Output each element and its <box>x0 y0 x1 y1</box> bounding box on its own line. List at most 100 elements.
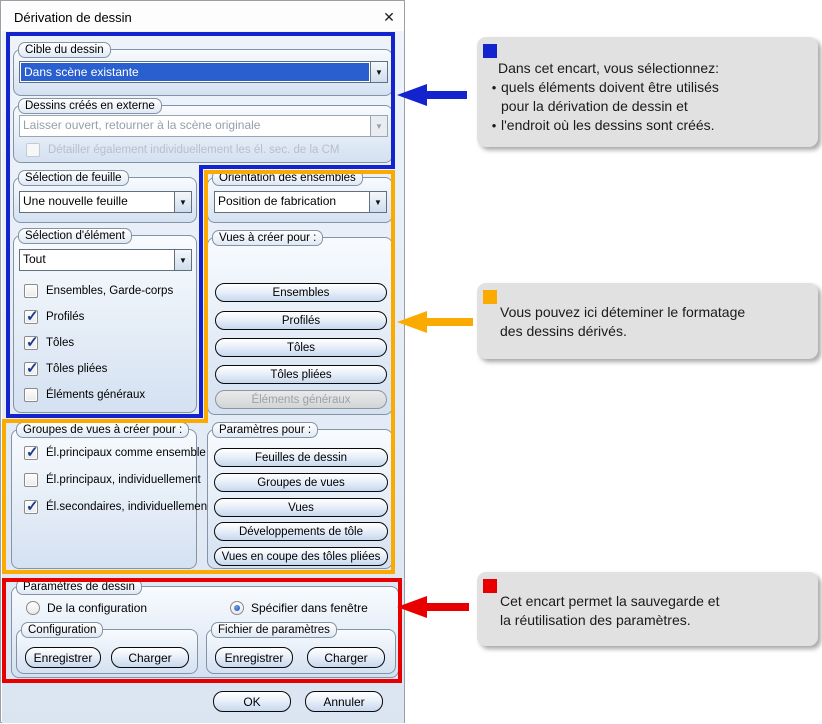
checkbox-label: Él.principaux comme ensemble <box>46 447 206 459</box>
checkbox-label: Él.principaux, individuellement <box>46 474 201 486</box>
checkbox-el-principaux-ensemble[interactable]: ✓ Él.principaux comme ensemble <box>24 444 206 461</box>
callout-line: la réutilisation des paramètres. <box>500 612 691 628</box>
checkbox-toles-pliees[interactable]: ✓ Tôles pliées <box>24 360 108 377</box>
checkbox-el-secondaires-individuellement[interactable]: ✓ Él.secondaires, individuellement <box>24 498 211 515</box>
combo-value: Tout <box>23 252 46 266</box>
group-label-parametres-dessin: Paramètres de dessin <box>16 579 142 595</box>
checkbox-box: ✓ <box>24 444 39 461</box>
callout-text: Dans cet encart, vous sélectionnez: • qu… <box>487 59 810 135</box>
check-icon: ✓ <box>26 498 39 515</box>
combo-dessins-externes: Laisser ouvert, retourner à la scène ori… <box>19 115 388 137</box>
dialog-title: Dérivation de dessin <box>14 10 132 25</box>
combo-value: Une nouvelle feuille <box>23 194 128 208</box>
group-parametres-pour: Paramètres pour : Feuilles de dessin Gro… <box>207 422 393 569</box>
callout-text: Cet encart permet la sauvegarde et la ré… <box>500 592 810 630</box>
group-vues-a-creer: Vues à créer pour : Ensembles Profilés T… <box>207 230 393 415</box>
callout-sauvegarde: Cet encart permet la sauvegarde et la ré… <box>477 572 818 646</box>
button-feuilles-de-dessin[interactable]: Feuilles de dessin <box>214 448 388 467</box>
button-vues-ensembles[interactable]: Ensembles <box>215 283 387 302</box>
button-vues-coupe-toles-pliees[interactable]: Vues en coupe des tôles pliées <box>214 547 388 566</box>
checkbox-box: ✓ <box>24 308 39 325</box>
button-configuration-charger[interactable]: Charger <box>111 647 189 668</box>
checkbox-elements-generaux[interactable]: Éléments généraux <box>24 387 145 403</box>
combo-selection-element[interactable]: Tout ▼ <box>19 249 192 271</box>
combo-value: Laisser ouvert, retourner à la scène ori… <box>23 118 261 132</box>
group-fichier-de-parametres: Fichier de paramètres Enregistrer Charge… <box>206 622 396 674</box>
checkbox-label: Él.secondaires, individuellement <box>46 501 211 513</box>
callout-line: des dessins dérivés. <box>500 323 627 339</box>
group-label-vues: Vues à créer pour : <box>212 230 324 246</box>
red-legend-square-icon <box>483 579 497 593</box>
button-vues-elements-generaux: Éléments généraux <box>215 390 387 409</box>
checkbox-box: ✓ <box>24 334 39 351</box>
button-vues-profiles[interactable]: Profilés <box>215 311 387 330</box>
checkbox-label: Tôles pliées <box>46 363 108 375</box>
group-label-externe: Dessins créés en externe <box>18 98 162 114</box>
group-label-fichier-parametres: Fichier de paramètres <box>211 622 337 638</box>
checkbox-box <box>26 143 40 157</box>
group-label-parametres-pour: Paramètres pour : <box>212 422 319 438</box>
callout-bullet: • l'endroit où les dessins sont créés. <box>487 116 810 135</box>
group-cible-du-dessin: Cible du dessin Dans scène existante ▼ <box>13 42 393 96</box>
button-vues[interactable]: Vues <box>214 498 388 517</box>
blue-arrow <box>397 84 467 106</box>
button-vues-toles[interactable]: Tôles <box>215 338 387 357</box>
bullet-icon: • <box>491 80 497 95</box>
group-selection-element: Sélection d'élément Tout ▼ Ensembles, Ga… <box>13 228 197 413</box>
group-dessins-externes: Dessins créés en externe Laisser ouvert,… <box>13 98 393 163</box>
button-fichier-charger[interactable]: Charger <box>307 647 385 668</box>
ok-button[interactable]: OK <box>213 691 291 712</box>
close-icon[interactable]: ✕ <box>383 9 395 25</box>
callout-line: Vous pouvez ici déteminer le formatage <box>500 304 746 320</box>
checkbox-label: Détailler également individuellement les… <box>48 144 340 156</box>
button-fichier-enregistrer[interactable]: Enregistrer <box>215 647 293 668</box>
combo-orientation-ensembles[interactable]: Position de fabrication ▼ <box>214 191 387 213</box>
check-icon: ✓ <box>26 334 39 351</box>
bullet-line: pour la dérivation de dessin et <box>501 98 688 114</box>
combo-selected-value: Dans scène existante <box>21 63 369 81</box>
title-bar: Dérivation de dessin ✕ <box>2 2 404 31</box>
bullet-line: l'endroit où les dessins sont créés. <box>501 117 715 133</box>
checkbox-label: Ensembles, Garde-corps <box>46 285 174 297</box>
red-arrow <box>397 596 469 618</box>
group-label-element: Sélection d'élément <box>18 228 133 244</box>
dropdown-arrow-icon[interactable]: ▼ <box>370 62 387 82</box>
button-developpements-de-tole[interactable]: Développements de tôle <box>214 522 388 541</box>
callout-intro: Dans cet encart, vous sélectionnez: <box>498 60 720 76</box>
callout-selection: Dans cet encart, vous sélectionnez: • qu… <box>477 37 818 147</box>
checkbox-box <box>24 473 38 487</box>
cancel-button[interactable]: Annuler <box>305 691 383 712</box>
combo-cible-du-dessin[interactable]: Dans scène existante ▼ <box>19 61 388 83</box>
radio-de-la-configuration[interactable]: De la configuration <box>26 600 147 616</box>
combo-selection-feuille[interactable]: Une nouvelle feuille ▼ <box>19 191 192 213</box>
group-groupes-de-vues: Groupes de vues à créer pour : ✓ Él.prin… <box>11 422 210 569</box>
dropdown-arrow-icon[interactable]: ▼ <box>174 250 191 270</box>
checkbox-box <box>24 284 38 298</box>
checkbox-toles[interactable]: ✓ Tôles <box>24 334 75 351</box>
radio-label: Spécifier dans fenêtre <box>251 601 368 615</box>
dropdown-arrow-icon[interactable]: ▼ <box>174 192 191 212</box>
checkbox-label: Tôles <box>46 337 75 349</box>
radio-circle <box>26 601 40 615</box>
button-configuration-enregistrer[interactable]: Enregistrer <box>25 647 101 668</box>
checkbox-ensembles-garde-corps[interactable]: Ensembles, Garde-corps <box>24 283 173 299</box>
group-configuration: Configuration Enregistrer Charger <box>16 622 198 674</box>
check-icon: ✓ <box>26 444 39 461</box>
checkbox-el-principaux-individuellement[interactable]: Él.principaux, individuellement <box>24 472 201 488</box>
bullet-icon: • <box>491 118 497 133</box>
checkbox-label: Éléments généraux <box>46 389 146 401</box>
button-vues-toles-pliees[interactable]: Tôles pliées <box>215 365 387 384</box>
button-groupes-de-vues[interactable]: Groupes de vues <box>214 473 388 492</box>
group-label-groupes-vues: Groupes de vues à créer pour : <box>16 422 190 438</box>
combo-value: Position de fabrication <box>218 194 337 208</box>
radio-circle <box>230 601 244 615</box>
radio-specifier-dans-fenetre[interactable]: Spécifier dans fenêtre <box>230 600 368 616</box>
group-label-feuille: Sélection de feuille <box>18 170 129 186</box>
dropdown-arrow-icon[interactable]: ▼ <box>369 192 386 212</box>
group-parametres-de-dessin: Paramètres de dessin De la configuration… <box>11 579 399 678</box>
checkbox-profiles[interactable]: ✓ Profilés <box>24 308 84 325</box>
checkbox-box <box>24 388 38 402</box>
dropdown-arrow-icon: ▼ <box>370 116 387 136</box>
group-selection-feuille: Sélection de feuille Une nouvelle feuill… <box>13 170 197 223</box>
